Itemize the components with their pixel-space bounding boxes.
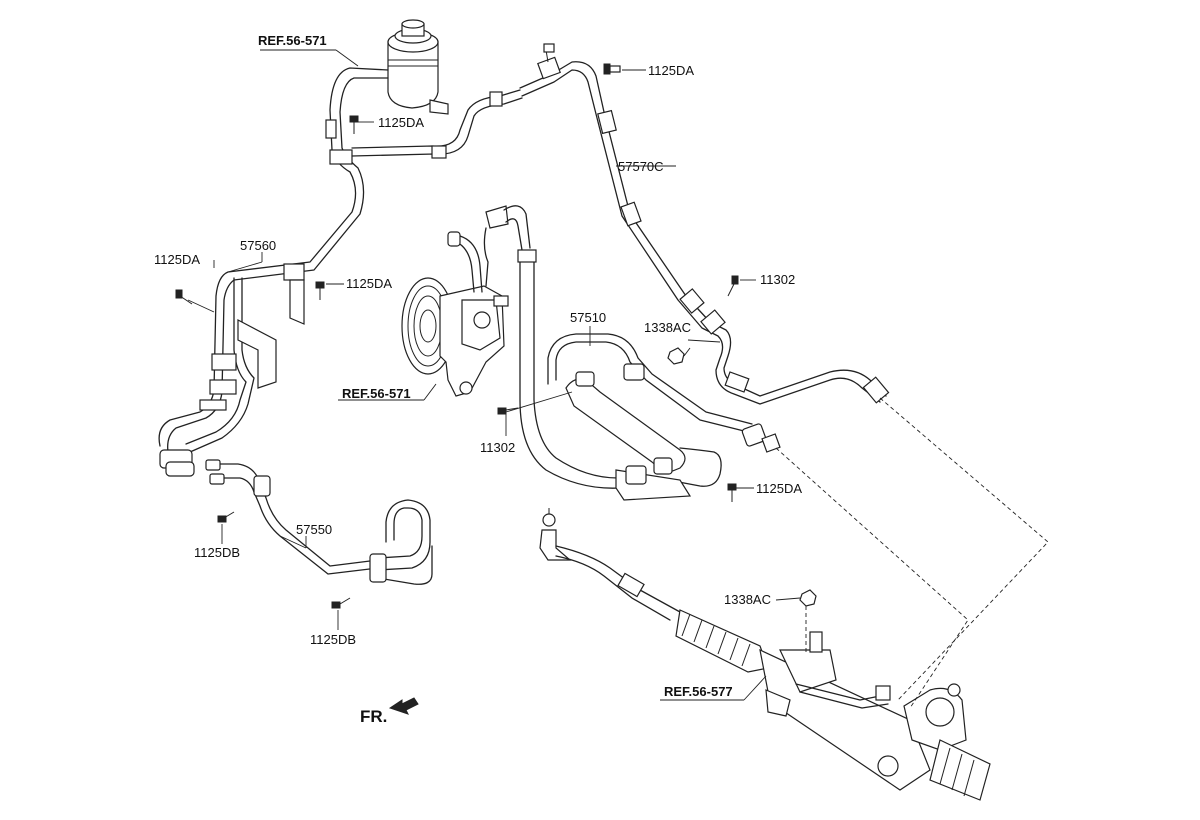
part-label-1125DA-mid: 1125DA bbox=[346, 276, 392, 291]
dashed-connection-57510 bbox=[775, 447, 969, 709]
part-label-57550: 57550 bbox=[296, 522, 332, 537]
part-label-1125DA-left: 1125DA bbox=[154, 252, 200, 267]
part-label-1338AC-lower: 1338AC bbox=[724, 592, 771, 607]
leader-lines bbox=[187, 49, 807, 701]
part-label-11302-right: 11302 bbox=[760, 272, 795, 287]
reservoir-feed-hose bbox=[351, 89, 523, 159]
ref-label-pump: REF.56-571 bbox=[342, 386, 411, 401]
part-label-11302-mid: 11302 bbox=[480, 440, 515, 455]
part-label-57560: 57560 bbox=[240, 238, 276, 253]
cooler-line-57550 bbox=[205, 459, 433, 585]
part-label-1125DB-upper: 1125DB bbox=[194, 545, 240, 560]
ref-label-gear: REF.56-577 bbox=[664, 684, 733, 699]
power-steering-pump bbox=[401, 231, 509, 397]
front-arrow-icon bbox=[388, 697, 419, 715]
return-hose-57560 bbox=[158, 67, 389, 477]
front-direction-label: FR. bbox=[360, 707, 387, 726]
part-label-57570C: 57570C bbox=[618, 159, 664, 174]
ref-label-reservoir: REF.56-571 bbox=[258, 33, 327, 48]
dashed-connection-return bbox=[879, 397, 1049, 701]
bolt-icon bbox=[175, 63, 817, 609]
part-label-57510: 57510 bbox=[570, 310, 606, 325]
pressure-hose-57570C bbox=[519, 43, 890, 405]
part-label-1125DA-lower-right: 1125DA bbox=[756, 481, 802, 496]
part-label-1125DA-reservoir: 1125DA bbox=[378, 115, 424, 130]
part-label-1125DA-top: 1125DA bbox=[648, 63, 694, 78]
part-label-1125DB-lower: 1125DB bbox=[310, 632, 356, 647]
part-label-1338AC-upper: 1338AC bbox=[644, 320, 691, 335]
hose-57510 bbox=[547, 333, 781, 501]
steering-gear bbox=[539, 508, 991, 801]
reservoir bbox=[387, 19, 449, 115]
pump-outlet-hose bbox=[483, 205, 621, 489]
